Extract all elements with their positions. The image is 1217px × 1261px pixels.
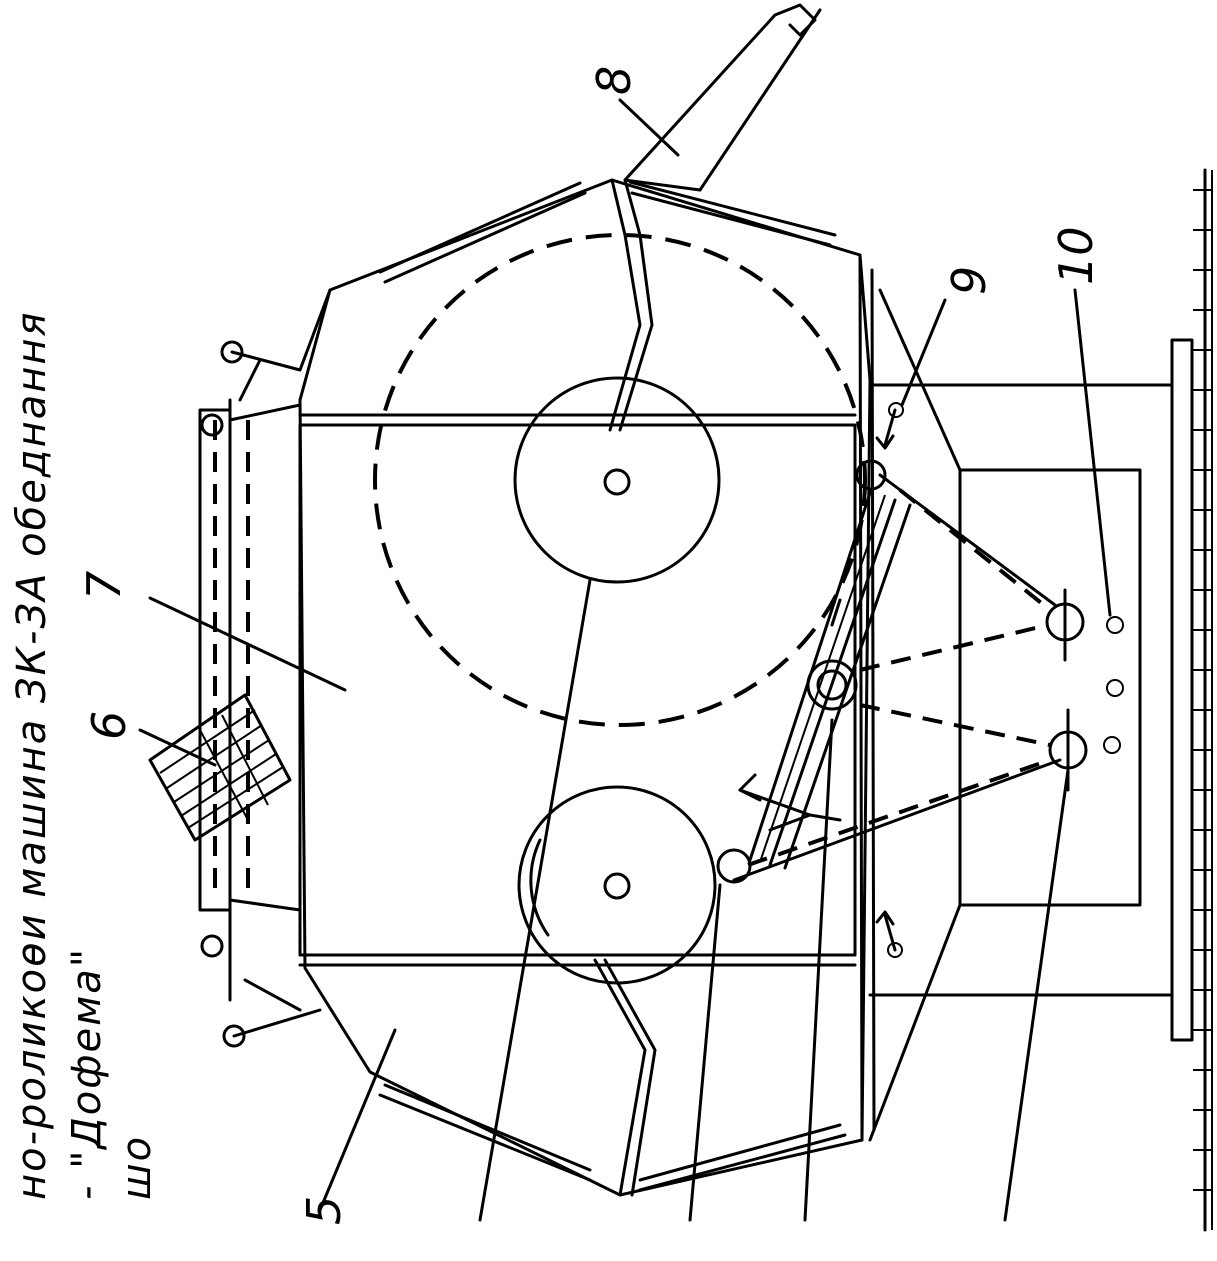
- motor-block: [148, 693, 292, 842]
- caption: но-роликоөи машина ЗК-ЗА обеднання - "До…: [9, 310, 160, 1200]
- arrows: [738, 408, 897, 952]
- caption-line-3: шо: [114, 1135, 160, 1200]
- left-linkage: [198, 288, 332, 1048]
- conveyor-belt: [732, 473, 1062, 882]
- upper-roller: [513, 376, 721, 584]
- discharge-chute: [623, 3, 822, 192]
- label-10: 10: [1049, 226, 1103, 285]
- label-7: 7: [77, 571, 131, 600]
- machine-housing: [298, 178, 876, 1197]
- caption-line-1: но-роликоөи машина ЗК-ЗА обеднання: [9, 310, 55, 1200]
- base-frame: [868, 168, 1213, 1232]
- label-5: 5: [297, 1196, 351, 1225]
- lower-roller: [517, 785, 717, 985]
- drive-chains: [747, 488, 1052, 867]
- leader-lines: [138, 98, 1112, 1222]
- label-9: 9: [942, 266, 996, 295]
- caption-line-2: - "Дофема": [64, 947, 110, 1200]
- label-6: 6: [82, 711, 136, 740]
- pulleys: [716, 402, 1124, 958]
- drum-outline: [373, 233, 867, 727]
- callout-labels: 5 6 7 8 9 10: [77, 66, 1103, 1225]
- label-8: 8: [587, 66, 641, 95]
